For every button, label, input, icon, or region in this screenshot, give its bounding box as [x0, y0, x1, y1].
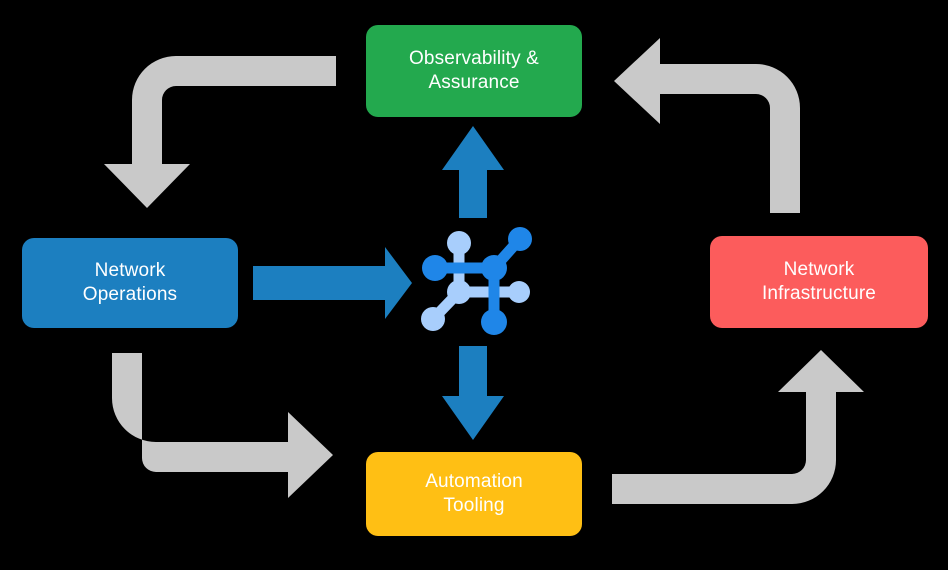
blue-arrow-center-to-observability — [442, 126, 504, 218]
blue-arrow-center-to-automation — [442, 346, 504, 440]
node-box-automation-tooling[interactable]: Automation Tooling — [366, 452, 582, 536]
node-box-network-operations[interactable]: Network Operations — [22, 238, 238, 328]
gray-arrow-operations-to-automation — [112, 353, 333, 498]
gray-arrow-infrastructure-to-observability — [614, 38, 800, 213]
node-box-network-infrastructure[interactable]: Network Infrastructure — [710, 236, 928, 328]
node-box-observability[interactable]: Observability & Assurance — [366, 25, 582, 117]
gray-arrow-observability-to-operations — [104, 56, 336, 208]
gray-arrow-automation-to-infrastructure — [612, 350, 864, 504]
network-topology-icon — [421, 227, 532, 335]
blue-arrow-operations-to-center — [253, 247, 412, 319]
